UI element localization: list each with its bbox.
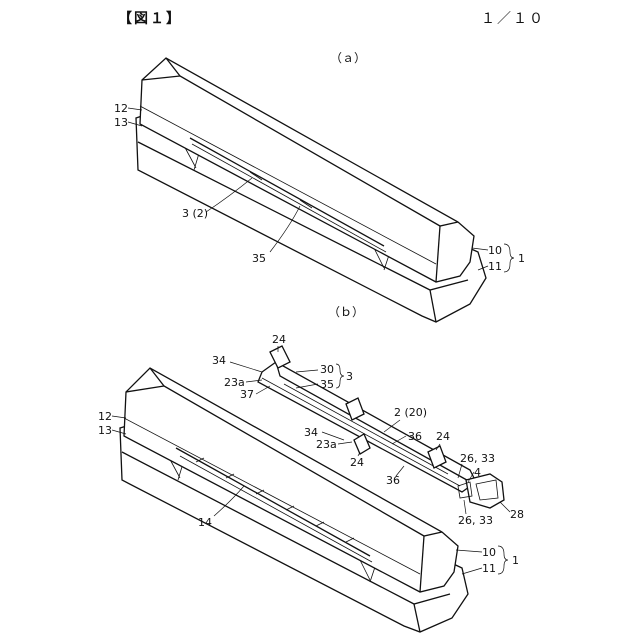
callout-b-10: 10 xyxy=(482,546,496,559)
callout-b-36-top: 36 xyxy=(408,430,422,443)
callout-b-36-bottom: 36 xyxy=(386,474,400,487)
callout-a-11: 11 xyxy=(488,260,502,273)
figure-b: （ｂ） xyxy=(120,305,504,632)
callout-b-24-right: 24 xyxy=(436,430,450,443)
callout-b-24-top: 24 xyxy=(272,333,286,346)
callout-b-30: 30 xyxy=(320,363,334,376)
callout-b-35: 35 xyxy=(320,378,334,391)
callout-b-37: 37 xyxy=(240,388,254,401)
callout-b-28: 28 xyxy=(510,508,524,521)
callout-b-13: 13 xyxy=(98,424,112,437)
callout-b-24-mid: 24 xyxy=(350,456,364,469)
callout-b-23a-mid: 23a xyxy=(316,438,337,451)
figure-b-label: （ｂ） xyxy=(328,305,364,319)
callout-b-14: 14 xyxy=(198,516,212,529)
callout-a-12: 12 xyxy=(114,102,128,115)
callout-b-26-33-bottom: 26, 33 xyxy=(458,514,493,527)
brace-b-1 xyxy=(498,546,508,574)
callout-b-4: 4 xyxy=(474,466,481,479)
callout-a-35: 35 xyxy=(252,252,266,265)
callout-a-3-2: 3 (2) xyxy=(182,207,208,220)
callout-b-2-20: 2 (20) xyxy=(394,406,427,419)
brace-a xyxy=(504,244,514,272)
callout-b-11: 11 xyxy=(482,562,496,575)
callout-b-26-33-top: 26, 33 xyxy=(460,452,495,465)
callout-a-10: 10 xyxy=(488,244,502,257)
callout-b-12: 12 xyxy=(98,410,112,423)
end-piece-28 xyxy=(466,474,504,508)
callout-b-1: 1 xyxy=(512,554,519,567)
callout-b-34-top: 34 xyxy=(212,354,226,367)
callout-a-1: 1 xyxy=(518,252,525,265)
brace-b-3 xyxy=(336,364,344,388)
callout-a-13: 13 xyxy=(114,116,128,129)
callout-b-3: 3 xyxy=(346,370,353,383)
figure-a: （ａ） xyxy=(136,51,486,322)
figure-a-label: （ａ） xyxy=(330,51,366,65)
